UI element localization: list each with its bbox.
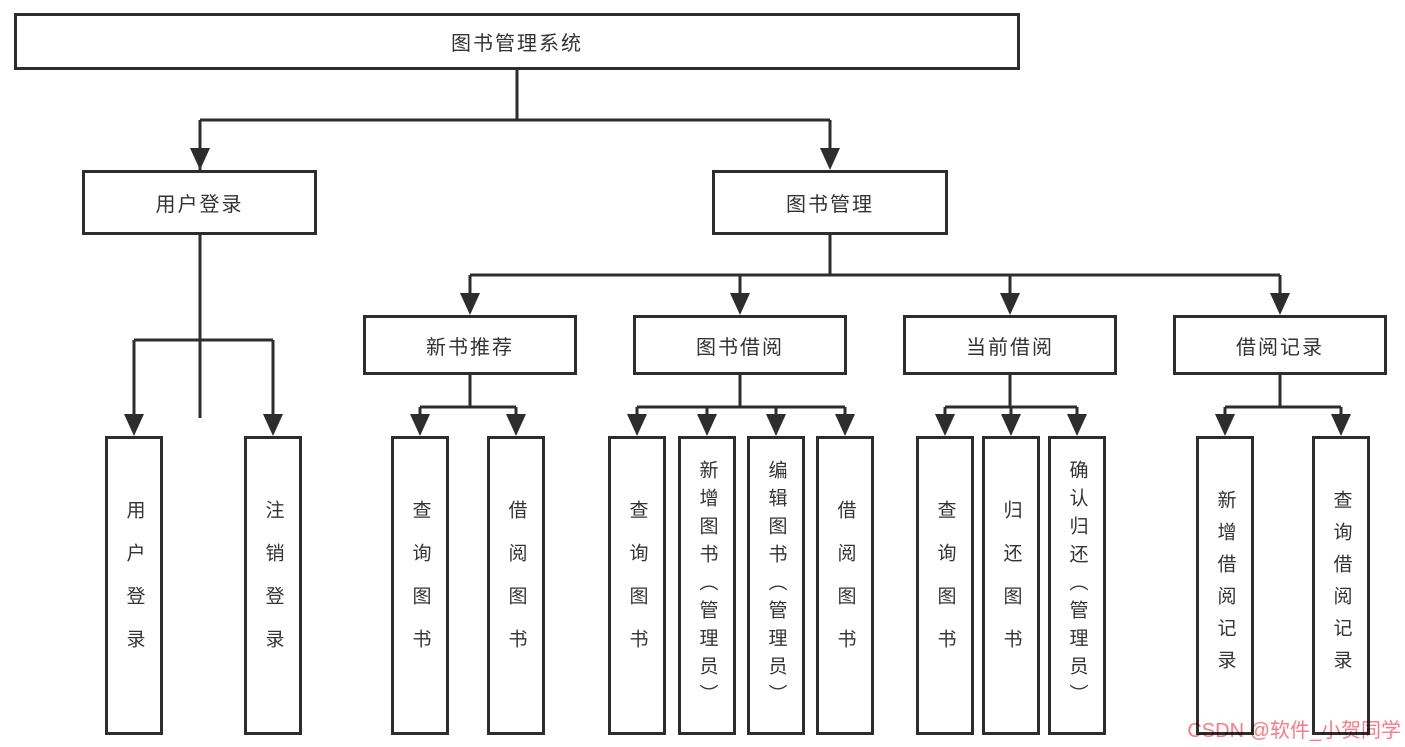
leaf-nbr-borrow-books: 借阅图书: [487, 436, 545, 735]
leaf-label: 归还图书: [1000, 499, 1022, 672]
leaf-bb-add-books-admin: 新增图书（管理员）: [678, 436, 736, 735]
connector-line: [943, 375, 1079, 418]
arrow-down-icon: [1215, 414, 1235, 436]
leaf-label: 确认归还（管理员）: [1066, 459, 1088, 712]
arrow-down-icon: [627, 414, 647, 436]
connector-line: [132, 235, 275, 418]
arrow-down-icon: [766, 414, 786, 436]
leaf-bb-query-books: 查询图书: [608, 436, 666, 735]
arrow-down-icon: [1067, 414, 1087, 436]
arrow-down-icon: [1000, 293, 1020, 315]
arrow-down-icon: [190, 148, 210, 170]
node-label: 图书管理: [786, 194, 874, 216]
leaf-label: 编辑图书（管理员）: [765, 459, 787, 712]
arrow-down-icon: [1001, 414, 1021, 436]
leaf-label: 借阅图书: [505, 499, 527, 672]
edge-current-borrowing-children: [935, 375, 1087, 436]
leaf-br-query-record: 查询借阅记录: [1312, 436, 1370, 735]
leaf-user-login: 用户登录: [105, 436, 163, 735]
node-label: 当前借阅: [966, 336, 1054, 359]
node-book-borrowing: 图书借阅: [633, 315, 847, 375]
leaf-label: 查询图书: [626, 499, 648, 672]
leaf-logout-login: 注销登录: [244, 436, 302, 735]
arrow-down-icon: [263, 414, 283, 436]
node-book-management: 图书管理: [712, 170, 948, 235]
edge-new-book-recommendation-children: [410, 375, 526, 436]
arrow-down-icon: [460, 293, 480, 315]
leaf-cb-return-books: 归还图书: [982, 436, 1040, 735]
leaf-label: 查询图书: [934, 499, 956, 672]
leaf-nbr-query-books: 查询图书: [391, 436, 449, 735]
node-label: 图书借阅: [696, 336, 784, 359]
node-label: 新书推荐: [426, 336, 514, 359]
leaf-bb-borrow-books: 借阅图书: [816, 436, 874, 735]
node-label: 用户登录: [155, 194, 244, 216]
edge-book-borrowing-children: [627, 375, 855, 436]
csdn-watermark: CSDN @软件_小贺同学: [1187, 720, 1401, 742]
leaf-label: 新增借阅记录: [1214, 489, 1236, 682]
node-current-borrowing: 当前借阅: [903, 315, 1117, 375]
edge-root-to-level2: [198, 70, 832, 418]
arrow-down-icon: [124, 414, 144, 436]
arrow-down-icon: [730, 293, 750, 315]
connector-line: [198, 70, 832, 418]
connector-line: [468, 235, 1282, 297]
leaf-cb-confirm-return-admin: 确认归还（管理员）: [1048, 436, 1106, 735]
leaf-label: 注销登录: [262, 499, 284, 672]
leaf-label: 查询借阅记录: [1330, 489, 1352, 682]
arrow-down-icon: [697, 414, 717, 436]
arrow-down-icon: [1270, 293, 1290, 315]
node-new-book-recommendation: 新书推荐: [363, 315, 577, 375]
arrow-down-icon: [1331, 414, 1351, 436]
arrow-down-icon: [835, 414, 855, 436]
leaf-label: 新增图书（管理员）: [696, 459, 718, 712]
leaf-bb-edit-books-admin: 编辑图书（管理员）: [747, 436, 805, 735]
arrow-down-icon: [410, 414, 430, 436]
arrow-down-icon: [506, 414, 526, 436]
connector-line: [418, 375, 518, 418]
edge-book-management-children: [460, 235, 1290, 315]
arrow-down-icon: [820, 148, 840, 170]
edge-user-login-children: [124, 235, 283, 436]
leaf-label: 查询图书: [409, 499, 431, 672]
node-user-login: 用户登录: [82, 170, 317, 235]
arrow-down-icon: [935, 414, 955, 436]
connector-line: [1223, 375, 1343, 418]
node-label: 图书管理系统: [451, 33, 583, 55]
leaf-label: 借阅图书: [834, 499, 856, 672]
leaf-br-add-record: 新增借阅记录: [1196, 436, 1254, 735]
leaf-cb-query-books: 查询图书: [916, 436, 974, 735]
leaf-label: 用户登录: [123, 499, 145, 672]
node-library-management-system: 图书管理系统: [14, 13, 1020, 70]
edge-borrowing-records-children: [1215, 375, 1351, 436]
node-label: 借阅记录: [1236, 336, 1324, 359]
connector-line: [635, 375, 847, 418]
node-borrowing-records: 借阅记录: [1173, 315, 1387, 375]
